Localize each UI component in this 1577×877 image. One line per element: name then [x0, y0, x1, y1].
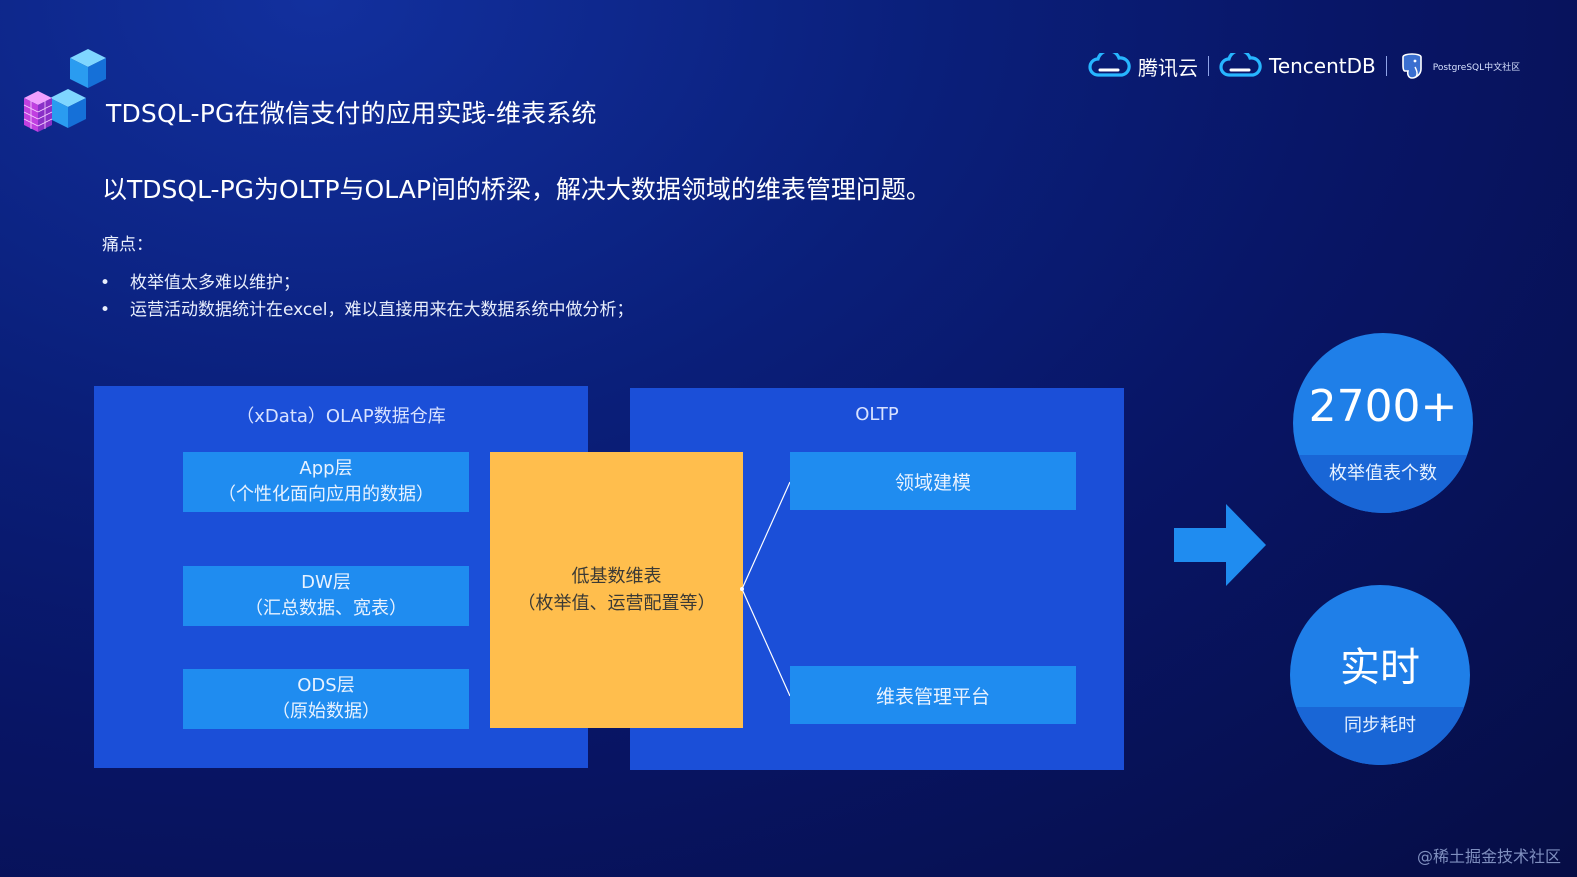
ods-layer-box: ODS层 （原始数据）	[183, 669, 469, 729]
dimension-mgmt-platform-box: 维表管理平台	[790, 666, 1076, 724]
brand-tencent-cloud: 腾讯云	[1088, 52, 1198, 81]
stat-label: 同步耗时	[1290, 707, 1470, 765]
brand-divider	[1208, 56, 1209, 76]
watermark: @稀土掘金技术社区	[1416, 847, 1561, 866]
box-label: 领域建模	[894, 471, 971, 494]
pain-points-label: 痛点：	[102, 235, 153, 255]
cube-logo-icon	[23, 49, 106, 132]
layer-name: App层	[299, 458, 353, 479]
brand-label: 腾讯云	[1138, 55, 1198, 80]
dimension-table-name: 低基数维表	[571, 566, 662, 587]
stat-value: 2700+	[1308, 381, 1458, 432]
connector-lines	[740, 481, 791, 697]
arrow-right-icon	[1174, 504, 1266, 586]
stat-value: 实时	[1340, 645, 1420, 691]
brand-bar: 腾讯云 TencentDB PostgreSQL中文社区	[1088, 48, 1520, 84]
olap-panel-title: （xData）OLAP数据仓库	[236, 406, 446, 427]
cloud-icon	[1219, 53, 1262, 77]
dimension-table-desc: （枚举值、运营配置等）	[517, 593, 716, 614]
brand-divider	[1385, 56, 1387, 76]
dw-layer-box: DW层 （汇总数据、宽表）	[183, 566, 469, 626]
page-title: TDSQL-PG在微信支付的应用实践-维表系统	[106, 99, 597, 128]
brand-label: TencentDB	[1269, 54, 1376, 78]
layer-desc: （汇总数据、宽表）	[245, 598, 407, 619]
list-item: 枚举值太多难以维护；	[100, 270, 640, 297]
app-layer-box: App层 （个性化面向应用的数据）	[183, 452, 469, 512]
oltp-panel-title: OLTP	[855, 404, 899, 425]
dimension-table-box: 低基数维表 （枚举值、运营配置等）	[490, 452, 743, 728]
list-item: 运营活动数据统计在excel，难以直接用来在大数据系统中做分析；	[100, 297, 640, 324]
layer-name: ODS层	[297, 675, 355, 696]
brand-label: PostgreSQL中文社区	[1432, 62, 1521, 73]
subtitle: 以TDSQL-PG为OLTP与OLAP间的桥梁，解决大数据领域的维表管理问题。	[102, 175, 931, 204]
layer-desc: （个性化面向应用的数据）	[218, 484, 434, 505]
stat-circle-enum-count: 2700+ 枚举值表个数	[1293, 333, 1473, 513]
brand-postgresql: PostgreSQL中文社区	[1397, 51, 1520, 81]
elephant-icon	[1401, 53, 1422, 79]
pain-points-list: 枚举值太多难以维护； 运营活动数据统计在excel，难以直接用来在大数据系统中做…	[100, 270, 640, 324]
stat-label: 枚举值表个数	[1293, 455, 1473, 513]
box-label: 维表管理平台	[875, 685, 990, 708]
stat-circle-sync-time: 实时 同步耗时	[1290, 585, 1470, 765]
layer-desc: （原始数据）	[272, 701, 380, 722]
layer-name: DW层	[301, 572, 351, 593]
domain-modeling-box: 领域建模	[790, 452, 1076, 510]
brand-tencentdb: TencentDB	[1219, 53, 1376, 79]
cloud-icon	[1088, 53, 1131, 77]
